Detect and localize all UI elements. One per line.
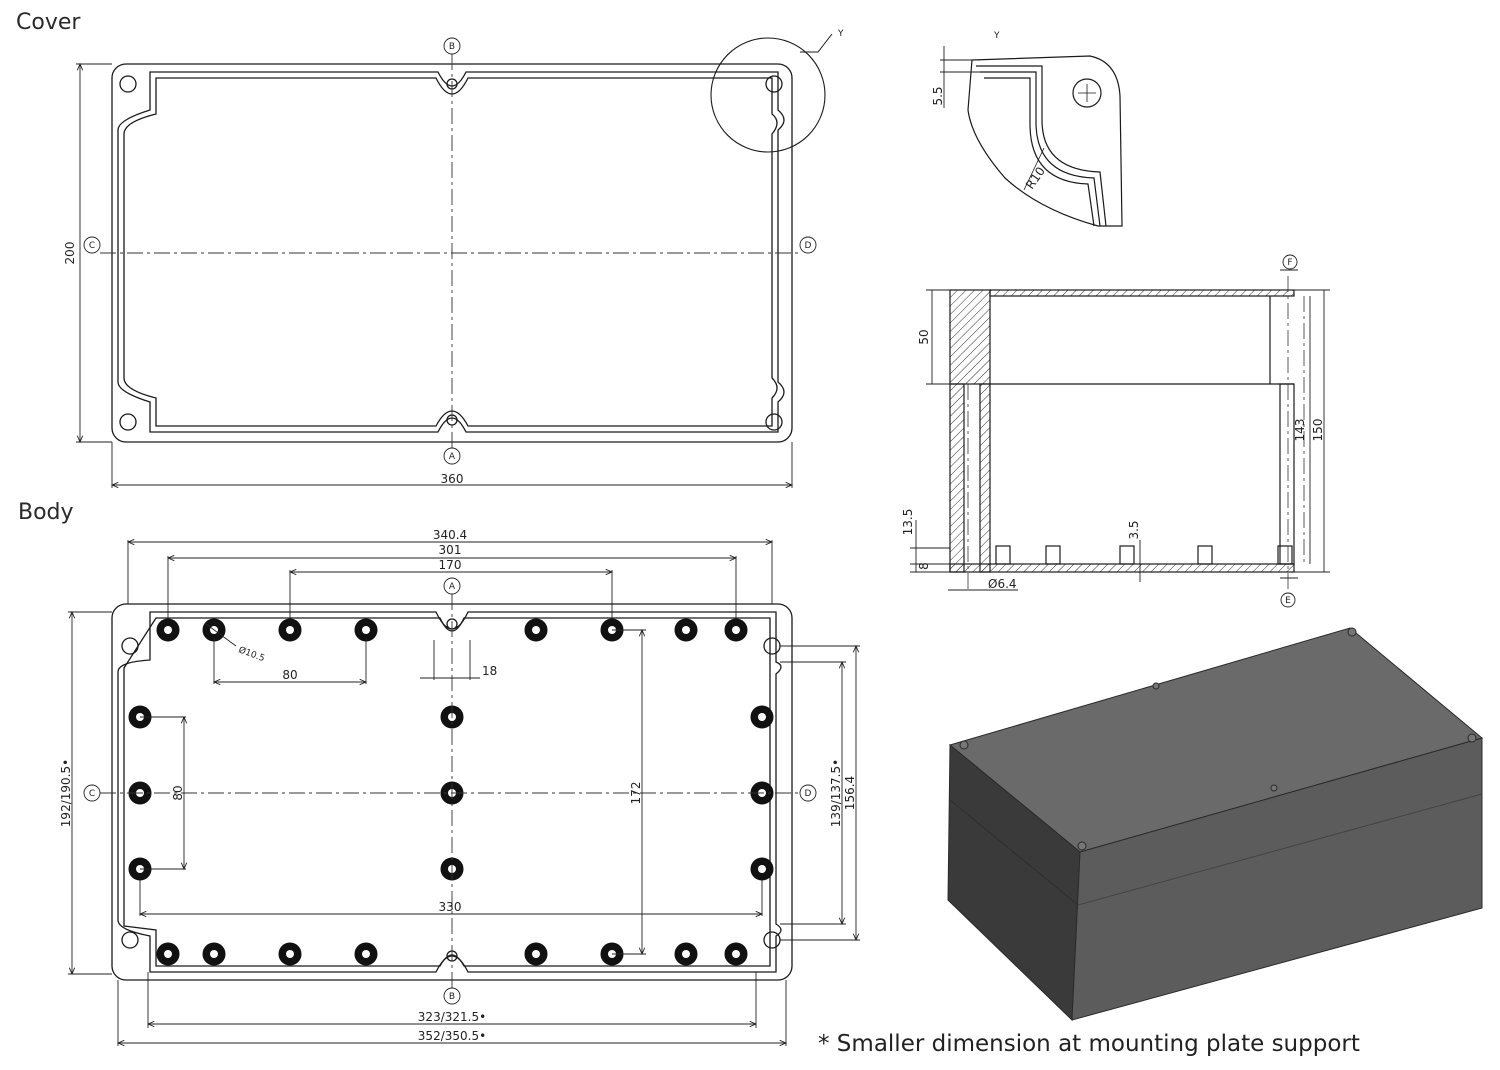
cover-screw-bl xyxy=(119,413,137,431)
footnote: * Smaller dimension at mounting plate su… xyxy=(818,1031,1360,1057)
detail-y-circle xyxy=(710,37,826,153)
dim-section-boss-h: 13.5 xyxy=(901,509,915,536)
detail-y-callout: Y xyxy=(837,29,844,39)
dim-body-hole-dia: Ø10.5 xyxy=(237,644,266,664)
dim-section-inner-h: 143 xyxy=(1293,419,1307,442)
dim-section-total-h: 150 xyxy=(1311,419,1325,442)
cover-view xyxy=(111,33,833,443)
datum-f xyxy=(1282,254,1298,270)
datum-c-body-label: C xyxy=(89,789,95,799)
detail-y-view xyxy=(967,55,1123,227)
cover-gasket-inner xyxy=(123,77,778,427)
datum-c-label: C xyxy=(89,241,95,251)
body-inner-edge xyxy=(123,617,771,967)
datum-b-cover xyxy=(443,37,461,55)
cover-screw-br xyxy=(765,413,783,431)
datum-c-cover xyxy=(83,236,101,254)
body-section-title: Body xyxy=(18,500,74,525)
dim-body-340: 340.4 xyxy=(433,528,467,542)
datum-b-label: B xyxy=(449,42,455,52)
boss-hole xyxy=(164,950,172,958)
cover-gasket-outer xyxy=(117,71,785,433)
enclosure-3d-view xyxy=(947,627,1484,1022)
enclosure-front xyxy=(1071,737,1483,1021)
boss-hole xyxy=(362,626,370,634)
datum-e-label: E xyxy=(1285,596,1291,606)
dim-cover-width: 360 xyxy=(441,472,464,486)
boss-hole xyxy=(362,950,370,958)
dim-body-left-h: 192/190.5• xyxy=(59,759,73,827)
datum-d-body xyxy=(799,784,817,802)
dim-cover-height: 200 xyxy=(63,242,77,265)
dim-body-right-inner: 139/137.5• xyxy=(829,759,843,827)
boss-hole xyxy=(682,950,690,958)
datum-d-cover xyxy=(799,236,817,254)
datum-d-body-label: D xyxy=(805,789,812,799)
datum-e xyxy=(1280,592,1296,608)
body-gasket xyxy=(117,611,782,973)
datum-c-body xyxy=(83,784,101,802)
dim-body-80-top: 80 xyxy=(282,668,297,682)
dim-body-bottom-inner: 323/321.5• xyxy=(418,1010,486,1024)
datum-a-body-label: A xyxy=(449,582,456,592)
dim-section-cover-h: 50 xyxy=(917,329,931,344)
dim-body-301: 301 xyxy=(439,543,462,557)
dim-section-floor: 8 xyxy=(917,562,931,570)
cover-screw-tr xyxy=(765,75,783,93)
datum-a-body xyxy=(443,577,461,595)
datum-f-label: F xyxy=(1287,258,1292,268)
datum-a-cover xyxy=(443,447,461,465)
boss-hole xyxy=(164,626,172,634)
dim-body-80-side: 80 xyxy=(171,785,185,800)
datum-a-label: A xyxy=(449,452,456,462)
boss-hole xyxy=(210,950,218,958)
dim-body-right-outer: 156.4 xyxy=(843,776,857,810)
cover-section-title: Cover xyxy=(16,10,81,35)
dim-detail-offset: 5.5 xyxy=(931,86,945,105)
detail-y-title: Y xyxy=(993,31,1000,41)
boss-hole xyxy=(758,713,766,721)
datum-b-body-label: B xyxy=(449,992,455,1002)
boss-hole xyxy=(682,626,690,634)
boss-hole xyxy=(286,950,294,958)
dim-body-172: 172 xyxy=(629,782,643,805)
boss-hole xyxy=(532,626,540,634)
dim-body-18: 18 xyxy=(482,664,497,678)
datum-b-body xyxy=(443,987,461,1005)
dim-body-bottom-outer: 352/350.5• xyxy=(418,1029,486,1043)
boss-hole xyxy=(758,865,766,873)
dim-body-330: 330 xyxy=(439,900,462,914)
boss-hole xyxy=(532,950,540,958)
cover-screw-tl xyxy=(119,75,137,93)
boss-hole xyxy=(732,626,740,634)
datum-d-label: D xyxy=(805,241,812,251)
boss-hole xyxy=(286,626,294,634)
dim-section-boss-dia: Ø6.4 xyxy=(988,577,1017,591)
dim-body-170: 170 xyxy=(439,558,462,572)
boss-hole xyxy=(732,950,740,958)
section-view xyxy=(949,289,1295,573)
dim-section-step: 3.5 xyxy=(1127,520,1141,539)
